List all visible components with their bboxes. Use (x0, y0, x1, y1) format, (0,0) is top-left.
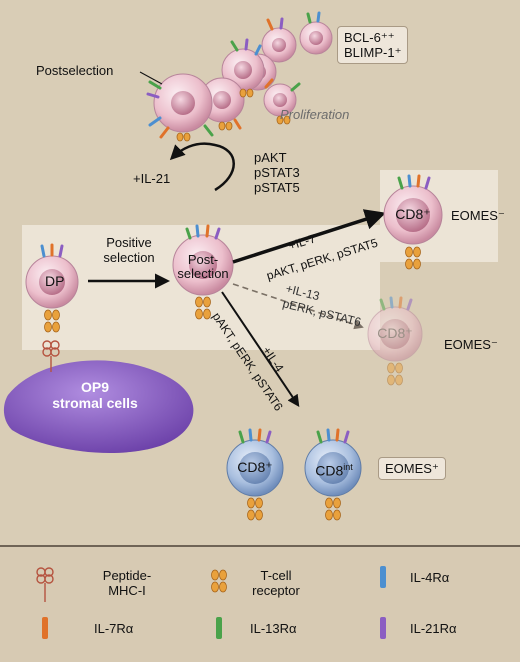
eomes-neg-label-2: EOMES⁻ (444, 337, 498, 352)
legend-il21r-label: IL-21Rα (410, 621, 457, 636)
eomes-neg-label-1: EOMES⁻ (451, 208, 505, 223)
postselection-cell-center (172, 224, 234, 320)
proliferation-label: Proliferation (280, 107, 350, 122)
il21-label: +IL-21 (133, 171, 171, 186)
legend-il7r-label: IL-7Rα (94, 621, 134, 636)
op9-label-2: stromal cells (52, 395, 138, 411)
legend-peptide-label-1: Peptide- (102, 568, 152, 583)
cd8-plus-label: CD8⁺ (237, 459, 273, 475)
highlight-band (22, 170, 498, 350)
legend-icons (36, 566, 386, 639)
cd8-int-base: CD8 (315, 462, 344, 479)
legend-tcr-label-2: receptor (252, 583, 300, 598)
il4r-icon (380, 566, 386, 588)
legend-il4r-label: IL-4Rα (410, 570, 450, 585)
op9-label-1: OP9 (80, 379, 109, 395)
dp-cell (25, 243, 79, 372)
bcl6-label: BCL-6⁺⁺ (344, 30, 395, 45)
eomes-pos-label: EOMES⁺ (385, 461, 439, 476)
cd8-cell-il4-int (304, 428, 362, 521)
tcr-icon (211, 569, 227, 593)
il21-loop-arrow (169, 142, 235, 192)
positive-label: Positive (106, 235, 152, 250)
il7-arrow (232, 209, 386, 264)
pstat3-label: pSTAT3 (254, 165, 300, 180)
small-cell-5 (263, 83, 297, 117)
bcl6-blimp1-box: BCL-6⁺⁺ BLIMP-1⁺ (337, 26, 409, 64)
legend-il13r-label: IL-13Rα (250, 621, 297, 636)
dp-label: DP (45, 273, 65, 289)
cd8-cell-il4-positive (226, 428, 284, 521)
il13r-icon (216, 617, 222, 639)
post-cell-label-1: Post- (187, 252, 219, 267)
cd8-faded-label: CD8⁺ (377, 325, 413, 341)
pakt-label: pAKT (254, 150, 287, 165)
il21r-icon (380, 617, 386, 639)
proliferation-cluster (139, 11, 333, 142)
legend-tcr-label-1: T-cell (260, 568, 292, 583)
selection-label: selection (103, 250, 155, 265)
post-cell-label-2: selection (177, 266, 229, 281)
il7r-icon (42, 617, 48, 639)
postselection-cell-large (146, 73, 214, 142)
cd8-top-label: CD8⁺ (395, 206, 431, 222)
small-cell-1 (299, 21, 333, 55)
eomes-pos-box: EOMES⁺ (378, 457, 446, 480)
cd8-int-sup: int (343, 462, 353, 472)
il13-arrow (232, 283, 364, 330)
peptide-mhc-icon (36, 567, 54, 602)
pstat5-label: pSTAT5 (254, 180, 300, 195)
postselection-top-label: Postselection (36, 63, 114, 78)
small-cell-2 (261, 27, 297, 63)
cd8-cell-il7 (383, 174, 443, 270)
il4-arrow (221, 291, 300, 407)
cd8-int-label: CD8int (306, 460, 362, 479)
blimp1-label: BLIMP-1⁺ (344, 45, 402, 60)
op9-stromal-cell (3, 360, 194, 454)
cd8-cell-il13-faded (367, 296, 423, 386)
legend-peptide-label-2: MHC-I (108, 583, 146, 598)
